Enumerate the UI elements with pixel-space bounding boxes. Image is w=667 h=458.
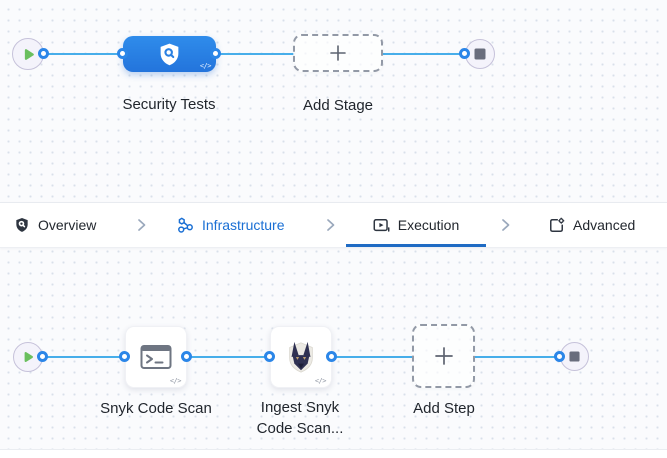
plus-icon bbox=[328, 43, 348, 63]
connector-port bbox=[264, 351, 275, 362]
connector-port bbox=[326, 351, 337, 362]
connector-port bbox=[181, 351, 192, 362]
stage-label: Security Tests bbox=[122, 96, 216, 113]
stage-config-tab-bar: Overview Infrastructure bbox=[0, 202, 667, 248]
tab-infrastructure-label: Infrastructure bbox=[202, 217, 285, 233]
snyk-logo-icon bbox=[283, 339, 319, 375]
stage-code-badge: </> bbox=[199, 62, 212, 70]
play-icon bbox=[21, 47, 36, 62]
tab-execution-label: Execution bbox=[397, 217, 460, 233]
tab-infrastructure[interactable]: Infrastructure bbox=[177, 203, 284, 247]
infrastructure-nodes-icon bbox=[177, 217, 194, 234]
security-scan-shield-icon bbox=[157, 42, 182, 67]
step-edge bbox=[186, 356, 271, 358]
add-stage-label: Add Stage bbox=[302, 97, 374, 114]
step-label-ingest-snyk: Ingest Snyk Code Scan... bbox=[256, 399, 344, 437]
tab-overview[interactable]: Overview bbox=[14, 203, 96, 247]
step-label-snyk-code-scan: Snyk Code Scan bbox=[100, 400, 212, 417]
connector-port bbox=[459, 48, 470, 59]
step-edge bbox=[42, 356, 126, 358]
step-edge bbox=[474, 356, 561, 358]
stage-edge bbox=[42, 53, 124, 55]
step-code-badge: </> bbox=[169, 377, 182, 385]
pipeline-end-node bbox=[465, 39, 495, 69]
add-stage-button[interactable] bbox=[293, 34, 383, 72]
connector-port bbox=[554, 351, 565, 362]
step-node-snyk-code-scan[interactable]: </> bbox=[125, 326, 187, 388]
execution-play-box-icon bbox=[373, 217, 390, 234]
stop-icon bbox=[474, 48, 486, 60]
step-node-ingest-snyk[interactable]: </> bbox=[270, 326, 332, 388]
add-step-label: Add Step bbox=[413, 400, 475, 417]
add-step-button[interactable] bbox=[412, 324, 475, 388]
stop-icon bbox=[569, 351, 580, 362]
stage-edge bbox=[381, 53, 466, 55]
step-code-badge: </> bbox=[314, 377, 327, 385]
shield-icon bbox=[14, 217, 30, 233]
chevron-right-icon bbox=[322, 216, 340, 239]
chevron-right-icon bbox=[497, 216, 515, 239]
terminal-icon bbox=[139, 343, 173, 371]
play-icon bbox=[21, 350, 35, 364]
active-tab-underline bbox=[346, 244, 486, 247]
connector-port bbox=[38, 48, 49, 59]
bottom-panel-edge bbox=[0, 449, 667, 458]
connector-port bbox=[119, 351, 130, 362]
advanced-box-gear-icon bbox=[548, 217, 565, 234]
connector-port bbox=[117, 48, 128, 59]
step-edge bbox=[331, 356, 413, 358]
connector-port bbox=[210, 48, 221, 59]
tab-advanced[interactable]: Advanced bbox=[548, 203, 635, 247]
tab-overview-label: Overview bbox=[38, 217, 97, 233]
tab-execution[interactable]: Execution bbox=[346, 203, 486, 247]
tab-advanced-label: Advanced bbox=[573, 217, 636, 233]
stage-edge bbox=[214, 53, 294, 55]
plus-icon bbox=[433, 345, 455, 367]
chevron-right-icon bbox=[133, 216, 151, 239]
connector-port bbox=[37, 351, 48, 362]
stage-node-security-tests[interactable]: </> bbox=[123, 36, 216, 72]
